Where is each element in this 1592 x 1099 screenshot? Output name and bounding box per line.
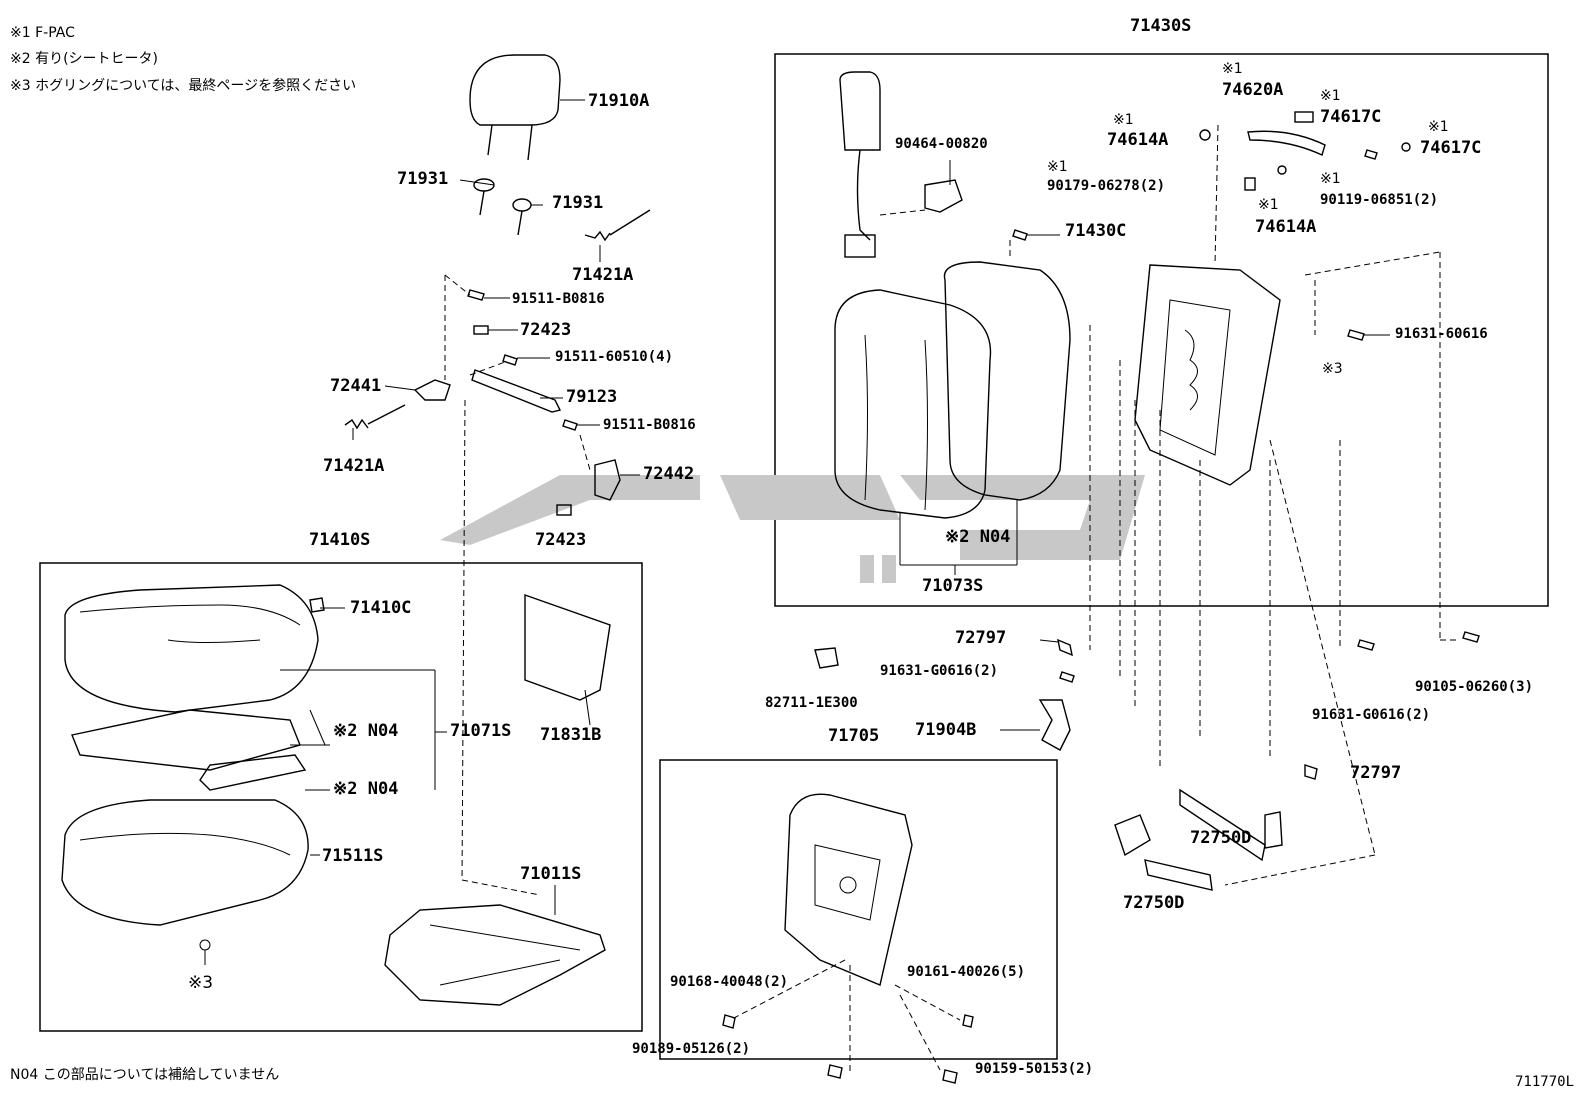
label-72441: 72441: [330, 376, 382, 396]
label-74614A-b: 74614A: [1255, 217, 1317, 237]
mark-90119: ※1: [1320, 171, 1341, 187]
label-note3-right: ※3: [1322, 361, 1343, 377]
note-3: ※3 ホグリングについては、最終ページを参照ください: [10, 78, 357, 94]
label-72797-a: 72797: [955, 628, 1007, 648]
label-72750D-b: 72750D: [1123, 893, 1185, 913]
note-1: ※1 F-PAC: [10, 25, 75, 41]
label-72797-b: 72797: [1350, 763, 1402, 783]
label-n04-a: ※2 N04: [333, 721, 399, 741]
label-n04-b: ※2 N04: [333, 779, 399, 799]
seat-cushion-drawing: [61, 584, 611, 1006]
label-72423-a: 72423: [520, 320, 572, 340]
label-71910A: 71910A: [588, 91, 650, 111]
label-90119-06851: 90119-06851(2): [1320, 192, 1439, 208]
label-90189-05126: 90189-05126(2): [632, 1041, 751, 1057]
label-91511-60510: 91511-60510(4): [555, 349, 674, 365]
label-91631-60616: 91631-60616: [1395, 326, 1488, 342]
label-71705: 71705: [828, 726, 880, 746]
label-71904B: 71904B: [915, 720, 977, 740]
label-91511-B0816-a: 91511-B0816: [512, 291, 605, 307]
label-72750D-a: 72750D: [1190, 828, 1252, 848]
label-91631-G0616-b: 91631-G0616(2): [1312, 707, 1431, 723]
label-71011S: 71011S: [520, 864, 582, 884]
footer-note: N04 この部品については補給していません: [10, 1067, 280, 1083]
label-n04-c: ※2 N04: [945, 527, 1011, 547]
label-71511S: 71511S: [322, 846, 384, 866]
label-71073S: 71073S: [922, 576, 984, 596]
label-79123: 79123: [566, 387, 618, 407]
label-90159-50153: 90159-50153(2): [975, 1061, 1094, 1077]
label-91511-B0816-b: 91511-B0816: [603, 417, 696, 433]
label-note3-left: ※3: [188, 973, 214, 993]
mark-74617C-a: ※1: [1320, 88, 1341, 104]
label-74620A: 74620A: [1222, 80, 1284, 100]
label-71931-left: 71931: [397, 169, 449, 189]
label-74617C-a: 74617C: [1320, 107, 1382, 127]
label-71410S: 71410S: [309, 530, 371, 550]
recliner-parts: [344, 209, 651, 896]
group-box-71705: [659, 759, 1058, 1060]
mark-90179: ※1: [1047, 159, 1068, 175]
note-2: ※2 有り(シートヒータ): [10, 51, 159, 67]
label-72423-b: 72423: [535, 530, 587, 550]
label-71410C: 71410C: [350, 598, 412, 618]
group-box-71410S: [39, 562, 643, 1032]
diagram-code: 711770L: [1515, 1074, 1575, 1090]
label-71071S: 71071S: [450, 721, 512, 741]
headrest-drawing: [469, 54, 585, 161]
mark-74614A-b: ※1: [1258, 197, 1279, 213]
mark-74614A-a: ※1: [1113, 112, 1134, 128]
label-90161-40026: 90161-40026(5): [907, 964, 1026, 980]
label-90105-06260: 90105-06260(3): [1415, 679, 1534, 695]
label-82711-1E300: 82711-1E300: [765, 695, 858, 711]
mark-74620A: ※1: [1222, 61, 1243, 77]
headrest-guides: [459, 178, 543, 236]
watermark-logo: [440, 475, 1145, 583]
label-71421A-bottom: 71421A: [323, 456, 385, 476]
label-90464-00820: 90464-00820: [895, 136, 988, 152]
label-71430C: 71430C: [1065, 221, 1127, 241]
label-71430S: 71430S: [1130, 16, 1192, 36]
seat-back-drawing: [814, 71, 1480, 891]
back-board-drawing: [722, 793, 974, 1084]
label-74614A-a: 74614A: [1107, 130, 1169, 150]
group-box-71430S: [774, 53, 1549, 607]
label-90179-06278: 90179-06278(2): [1047, 178, 1166, 194]
label-72442: 72442: [643, 464, 695, 484]
label-71831B: 71831B: [540, 725, 602, 745]
mark-74617C-b: ※1: [1428, 119, 1449, 135]
label-90168-40048: 90168-40048(2): [670, 974, 789, 990]
label-91631-G0616-a: 91631-G0616(2): [880, 663, 999, 679]
label-71421A-top: 71421A: [572, 265, 634, 285]
label-74617C-b: 74617C: [1420, 138, 1482, 158]
label-71931-right: 71931: [552, 193, 604, 213]
